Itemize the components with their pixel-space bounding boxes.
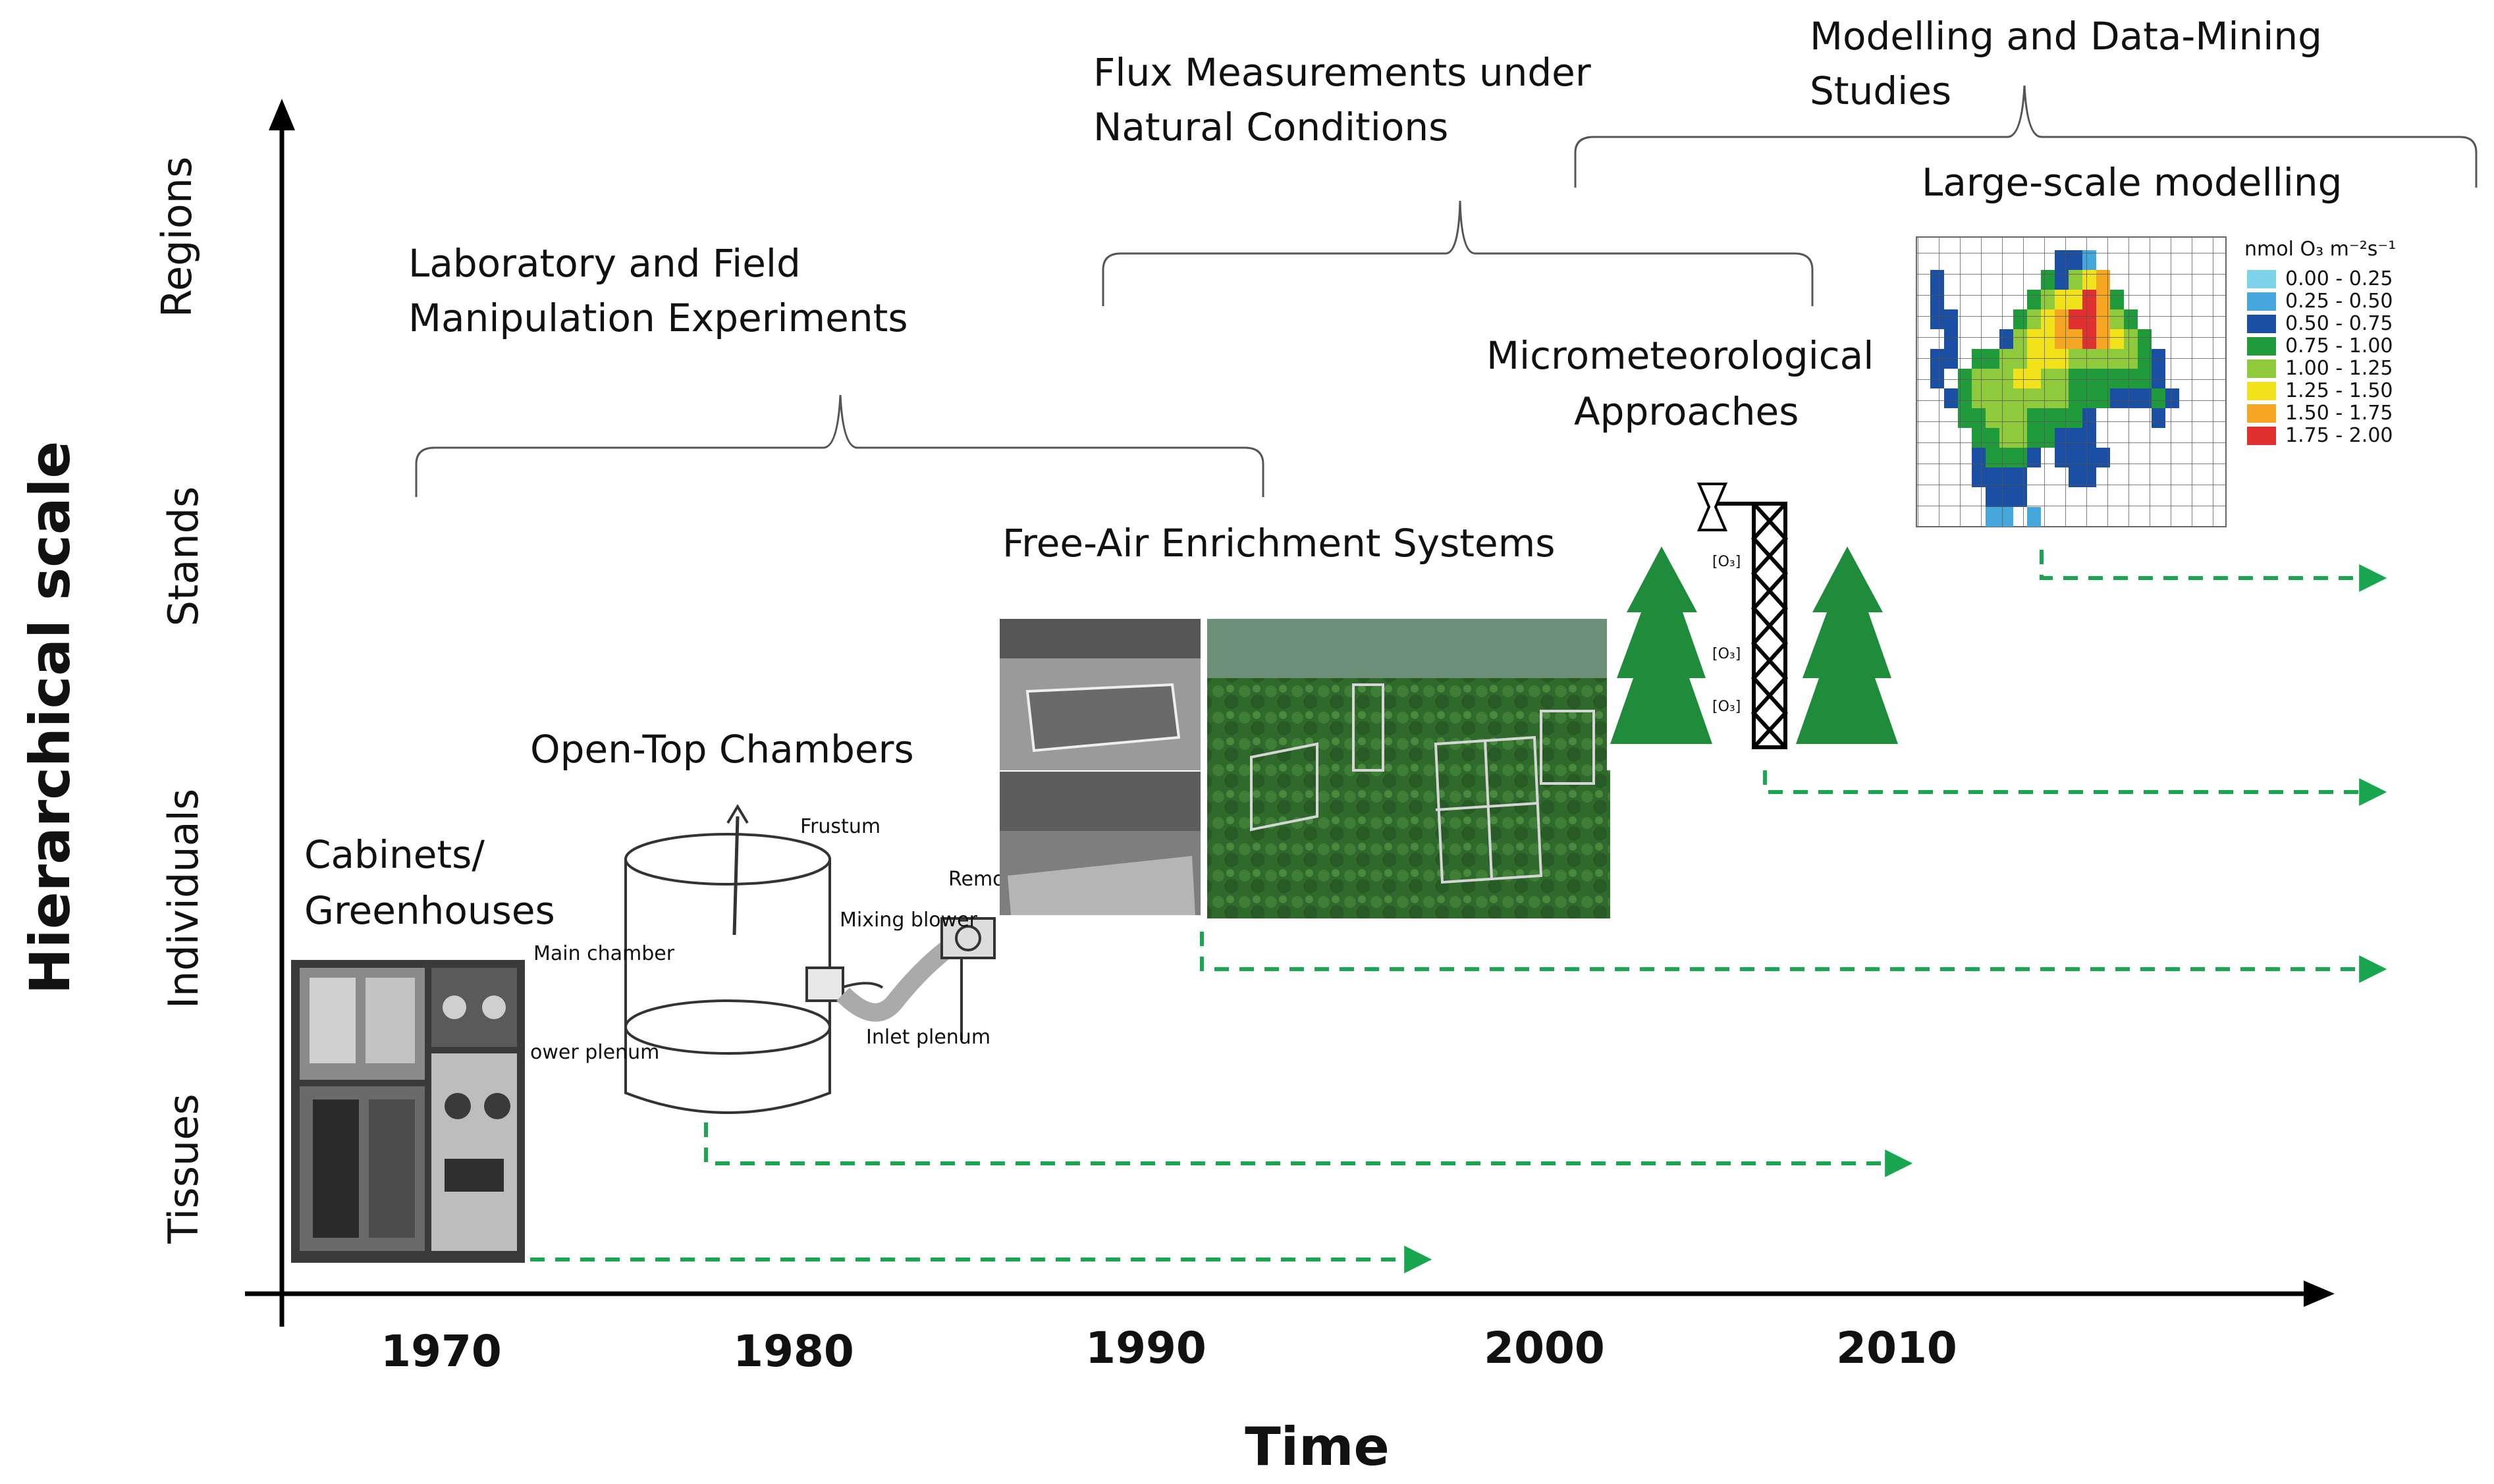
label-free-air: Free-Air Enrichment Systems [1002, 521, 1555, 566]
chamber-label-main-chamber: Main chamber [533, 942, 675, 965]
tree-right [1796, 546, 1898, 744]
open-top-chamber-drawing [624, 804, 996, 1114]
chamber-label-mixing-blower: Mixing blower [840, 909, 978, 932]
legend-label: 0.50 - 0.75 [2285, 312, 2393, 335]
arrow-micromet [1763, 770, 2387, 806]
map-legend: 0.00 - 0.250.25 - 0.500.50 - 0.750.75 - … [2247, 267, 2393, 447]
x-tick-2000: 2000 [1484, 1323, 1605, 1373]
label-micromet-line1: Micrometeorological [1486, 333, 1874, 378]
x-tick-1970: 1970 [381, 1326, 502, 1377]
chamber-label-inlet-plenum: Inlet plenum [866, 1026, 990, 1049]
legend-swatch [2247, 404, 2276, 423]
y-axis-arrowhead [269, 99, 295, 130]
micromet-tower-figure [1607, 467, 1910, 770]
legend-label: 0.00 - 0.25 [2285, 267, 2393, 290]
face-photo-bottom [1000, 772, 1201, 915]
face-photo-top [1000, 619, 1201, 770]
brace-lab-field [415, 394, 1264, 497]
arrow-large-scale [2040, 550, 2387, 592]
chamber-label-lower-plenum: ower plenum [530, 1041, 659, 1064]
brace-modelling [1574, 85, 2478, 188]
chamber-label-frustum: Frustum [800, 815, 881, 838]
x-axis-title: Time [1245, 1416, 1390, 1477]
y-level-regions: Regions [153, 157, 201, 318]
legend-label: 1.50 - 1.75 [2285, 402, 2393, 425]
legend-swatch [2247, 270, 2276, 288]
label-micromet-line2: Approaches [1574, 389, 1799, 434]
legend-swatch [2247, 427, 2276, 445]
legend-label: 1.00 - 1.25 [2285, 357, 2393, 380]
tower-label-o3-top: [O₃] [1712, 554, 1741, 570]
group-flux-line1: Flux Measurements under [1093, 50, 1591, 95]
axes [245, 99, 2335, 1327]
y-level-individuals: Individuals [159, 789, 207, 1009]
tree-left [1610, 546, 1712, 744]
x-tick-2010: 2010 [1836, 1323, 1957, 1373]
group-flux-line2: Natural Conditions [1093, 105, 1448, 149]
tower-label-o3-low: [O₃] [1712, 699, 1741, 715]
legend-label: 0.75 - 1.00 [2285, 334, 2393, 358]
legend-swatch [2247, 292, 2276, 311]
arrow-free-air [1200, 932, 2387, 983]
legend-label: 0.25 - 0.50 [2285, 290, 2393, 313]
legend-label: 1.25 - 1.50 [2285, 379, 2393, 402]
group-modelling-line1: Modelling and Data-Mining [1810, 14, 2322, 59]
forest-scaffold-photo [1207, 619, 1610, 918]
x-tick-1980: 1980 [733, 1326, 854, 1377]
tower-label-o3-mid: [O₃] [1712, 646, 1741, 662]
arrow-open-top [704, 1123, 1913, 1177]
brace-flux [1102, 200, 1814, 306]
y-axis-title: Hierarchical scale [18, 441, 82, 995]
label-open-top-chambers: Open-Top Chambers [530, 727, 914, 772]
ozone-flux-map [1916, 236, 2227, 527]
legend-swatch [2247, 337, 2276, 356]
legend-swatch [2247, 315, 2276, 333]
group-lab-field-line2: Manipulation Experiments [408, 296, 908, 340]
y-level-tissues: Tissues [159, 1094, 207, 1244]
legend-swatch [2247, 359, 2276, 378]
y-level-stands: Stands [159, 487, 207, 627]
label-cabinets-line1: Cabinets/ [304, 832, 485, 877]
x-axis-arrowhead [2304, 1281, 2335, 1307]
group-modelling-line2: Studies [1810, 68, 1951, 113]
label-cabinets-line2: Greenhouses [304, 888, 555, 933]
legend-swatch [2247, 382, 2276, 400]
cabinet-photo [291, 960, 525, 1263]
legend-label: 1.75 - 2.00 [2285, 424, 2393, 447]
map-legend-title: nmol O₃ m⁻²s⁻¹ [2244, 238, 2396, 261]
label-large-scale: Large-scale modelling [1922, 160, 2342, 205]
continuation-arrows [530, 550, 2387, 1273]
x-tick-1990: 1990 [1085, 1323, 1206, 1373]
group-lab-field-line1: Laboratory and Field [408, 241, 801, 286]
